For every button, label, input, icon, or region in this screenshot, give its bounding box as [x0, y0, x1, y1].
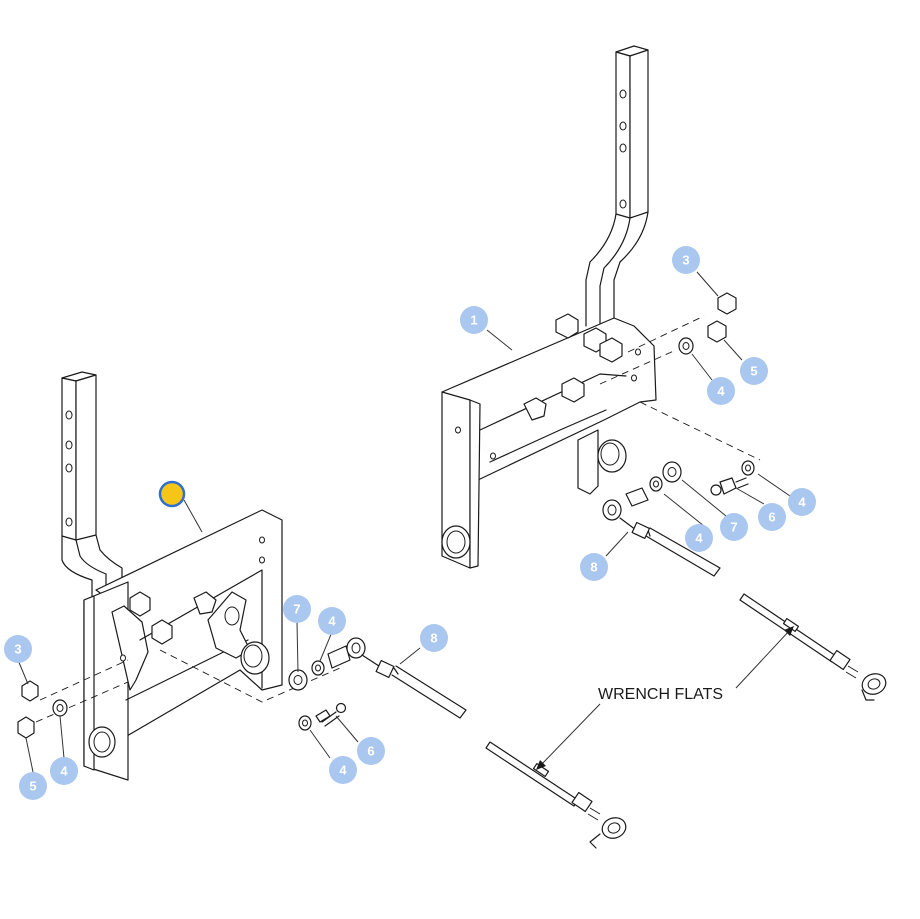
wrench-flats-arrowhead-lower [536, 760, 546, 770]
callout-left-3: 3 [4, 635, 32, 663]
right-callouts: 1 3 5 4 4 7 6 4 8 [460, 246, 816, 581]
svg-text:3: 3 [14, 642, 21, 657]
right-lever-arm [585, 45, 649, 327]
right-dashed-line-lower [599, 349, 677, 385]
left-dashed-line-upper [39, 659, 129, 701]
callout-right-4c: 4 [788, 488, 816, 516]
callout-right-5: 5 [740, 357, 768, 385]
svg-text:6: 6 [367, 744, 374, 759]
callout-left-6: 6 [357, 737, 385, 765]
callout-left-4c: 4 [329, 756, 357, 784]
right-bracket [441, 317, 657, 569]
left-bracket [83, 509, 283, 781]
left-ball-joint-rod [327, 637, 467, 719]
svg-text:4: 4 [717, 384, 725, 399]
left-hardware [17, 660, 347, 739]
left-lever-arm [61, 371, 123, 661]
wrench-flats-detail [485, 593, 887, 849]
callout-right-4a: 4 [707, 377, 735, 405]
wrench-flats-arrow-upper [735, 629, 791, 689]
callout-right-1: 1 [460, 306, 488, 334]
svg-text:3: 3 [682, 253, 689, 268]
callout-right-3: 3 [672, 246, 700, 274]
svg-text:6: 6 [768, 510, 775, 525]
upper-detail-rod [739, 593, 887, 701]
svg-text:4: 4 [60, 764, 68, 779]
svg-text:7: 7 [730, 520, 737, 535]
svg-text:4: 4 [328, 614, 336, 629]
callout-left-8: 8 [420, 624, 448, 652]
callout-right-4b: 4 [685, 524, 713, 552]
svg-text:5: 5 [29, 779, 36, 794]
svg-text:4: 4 [695, 531, 703, 546]
left-pivot-plate [129, 591, 270, 675]
callout-left-7: 7 [283, 595, 311, 623]
callout-right-7: 7 [720, 513, 748, 541]
wrench-flats-arrowhead-upper [784, 626, 794, 636]
left-dashed-line-right [159, 649, 341, 703]
right-hardware [649, 292, 755, 496]
svg-text:8: 8 [430, 631, 437, 646]
left-callouts: 3 5 4 7 4 8 6 4 [4, 480, 448, 800]
right-pivot-hardware [523, 313, 627, 495]
svg-text:8: 8 [590, 560, 597, 575]
left-assembly [17, 371, 467, 781]
right-dashed-line-upper [627, 315, 705, 353]
callout-left-4a: 4 [50, 757, 78, 785]
svg-text:5: 5 [750, 364, 757, 379]
svg-text:7: 7 [293, 602, 300, 617]
svg-text:4: 4 [339, 763, 347, 778]
wrench-flats-arrow-lower [539, 703, 601, 767]
callout-left-5: 5 [19, 772, 47, 800]
wrench-flats-label: WRENCH FLATS [598, 686, 724, 703]
svg-text:1: 1 [470, 313, 477, 328]
right-assembly [441, 45, 761, 577]
callout-left-4b: 4 [318, 607, 346, 635]
callout-right-8: 8 [580, 553, 608, 581]
lower-detail-rod [485, 741, 627, 849]
left-dashed-line-lower [35, 681, 129, 723]
svg-text:4: 4 [798, 495, 806, 510]
callout-right-6: 6 [758, 503, 786, 531]
right-ball-joint-rod [602, 487, 721, 577]
callout-highlighted [158, 480, 186, 508]
right-dashed-line-mid [639, 401, 761, 461]
